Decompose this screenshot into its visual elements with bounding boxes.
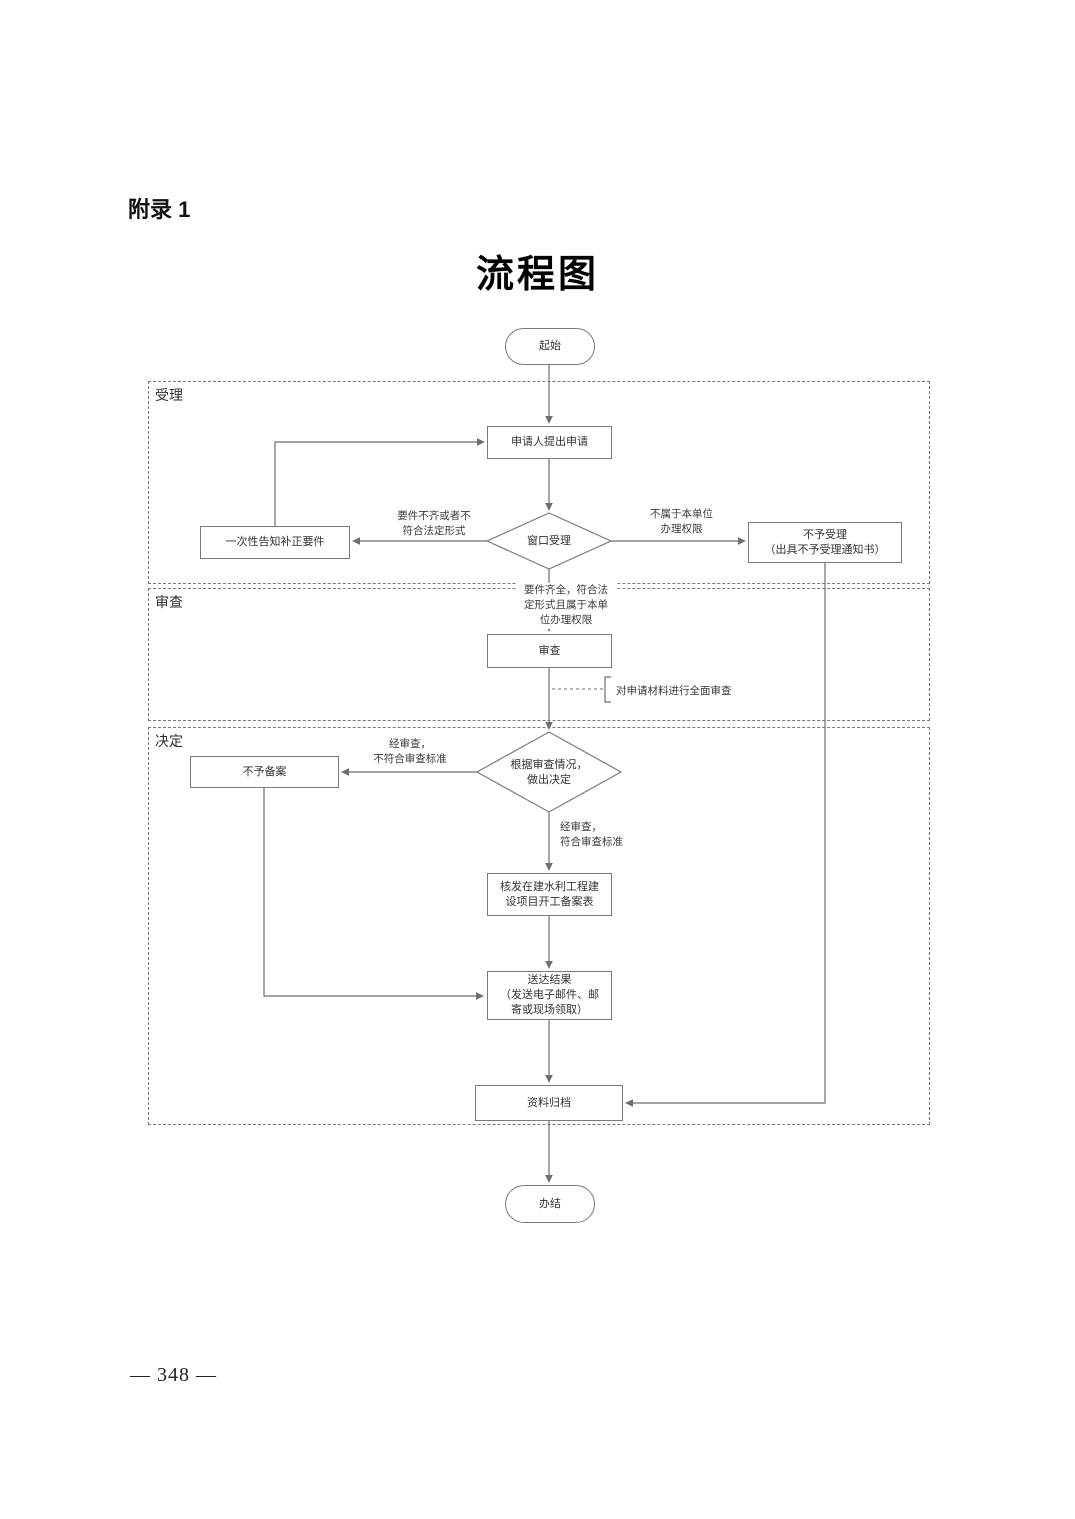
node-review: 审查 [487, 634, 612, 668]
page-number: — 348 — [130, 1364, 217, 1386]
node-end: 办结 [505, 1185, 595, 1223]
review-note: 对申请材料进行全面审查 [616, 685, 732, 697]
node-archive: 资料归档 [475, 1085, 623, 1121]
node-window-review: 窗口受理 [527, 534, 571, 547]
node-issue-form: 核发在建水利工程建 设项目开工备案表 [487, 873, 612, 916]
edge-label-no-authority: 不属于本单位 办理权限 [650, 508, 713, 536]
node-start: 起始 [505, 328, 595, 365]
edge-label-meet-standard: 经审查， 符合审查标准 [560, 821, 623, 849]
node-decision: 根据审查情况， 做出决定 [510, 759, 588, 786]
page-title: 流程图 [475, 254, 599, 296]
edge-label-incomplete: 要件不齐或者不 符合法定形式 [397, 510, 471, 538]
node-apply: 申请人提出申请 [487, 426, 612, 459]
node-reject: 不予受理 （出具不予受理通知书） [748, 522, 902, 563]
lane-decide-label: 决定 [155, 733, 183, 749]
edge-label-fail-standard: 经审查， 不符合审查标准 [373, 738, 447, 766]
lane-decide: 决定 [148, 727, 930, 1125]
lane-review-label: 审查 [155, 594, 183, 610]
node-deliver: 送达结果 （发送电子邮件、邮 寄或现场领取） [487, 971, 612, 1020]
node-notify-fix: 一次性告知补正要件 [200, 526, 350, 559]
node-no-record: 不予备案 [190, 756, 339, 788]
lane-accept-label: 受理 [155, 387, 183, 403]
appendix-label: 附录 1 [128, 197, 191, 222]
edge-label-qualified: 要件齐全，符合法 定形式且属于本单 位办理权限 [516, 583, 616, 629]
